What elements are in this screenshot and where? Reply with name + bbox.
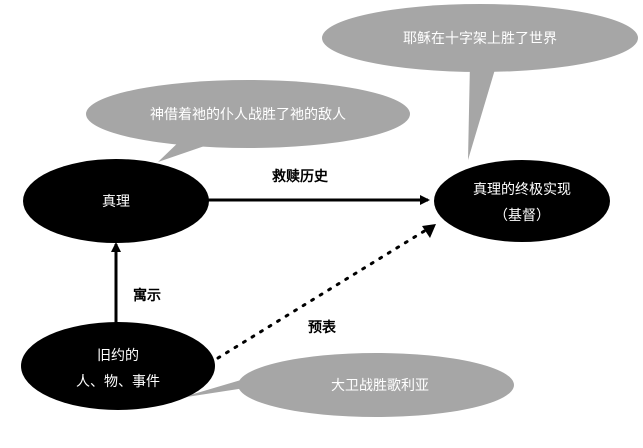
node-truth: 真理 [23, 159, 209, 243]
edge-foreshadow-label: 预表 [308, 319, 337, 336]
edge-redemption: 救赎历史 [208, 168, 430, 205]
bubble-upper-left: 神借着祂的仆人战胜了祂的敌人 [86, 80, 410, 162]
bubble-bottom: 大卫战胜歌利亚 [180, 353, 514, 417]
node-truth-label: 真理 [102, 194, 130, 210]
node-fulfillment: 真理的终极实现 （基督） [434, 160, 610, 242]
edge-revelation: 寓示 [111, 242, 161, 326]
bubble-top-right: 耶稣在十字架上胜了世界 [322, 4, 638, 160]
node-fulfillment-line2: （基督） [494, 207, 550, 224]
node-fulfillment-line1: 真理的终极实现 [473, 182, 571, 198]
bubble-bottom-text: 大卫战胜歌利亚 [331, 378, 429, 394]
edge-revelation-label: 寓示 [133, 287, 161, 304]
node-old-testament: 旧约的 人、物、事件 [21, 322, 215, 410]
node-old-testament-line2: 人、物、事件 [76, 374, 160, 390]
edge-redemption-label: 救赎历史 [272, 168, 329, 185]
node-old-testament-line1: 旧约的 [97, 348, 139, 364]
bubble-top-right-text: 耶稣在十字架上胜了世界 [403, 31, 557, 47]
bubble-upper-left-text: 神借着祂的仆人战胜了祂的敌人 [150, 107, 346, 123]
edge-foreshadow: 预表 [216, 224, 436, 360]
